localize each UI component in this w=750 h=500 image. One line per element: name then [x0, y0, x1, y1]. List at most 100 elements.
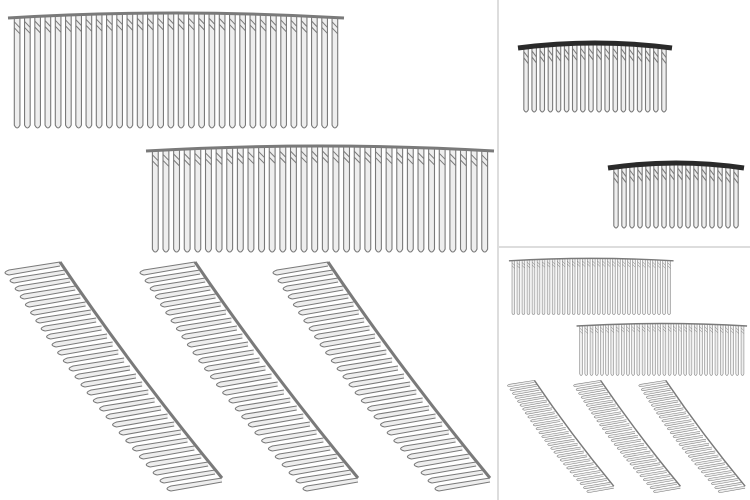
comb-tooth [561, 259, 566, 315]
twisted-wire [279, 150, 287, 164]
comb-tooth [657, 324, 661, 376]
comb-tooth [298, 301, 354, 316]
comb-tooth [258, 147, 266, 253]
comb-tooth [267, 437, 324, 452]
comb-tooth [580, 391, 609, 399]
comb-tooth [730, 325, 734, 376]
comb-tooth [413, 453, 470, 468]
comb-tooth [92, 389, 149, 404]
comb-tooth [653, 403, 681, 411]
comb-tooth [151, 150, 159, 253]
twisted-wire [300, 150, 308, 164]
comb-spine [326, 261, 492, 479]
straight-comb [145, 144, 495, 253]
comb-tooth [268, 147, 276, 253]
comb-tooth [701, 466, 729, 474]
comb-tooth [532, 419, 561, 427]
comb-tooth [386, 421, 443, 436]
twisted-wire [637, 261, 641, 268]
twisted-wire [667, 262, 671, 269]
comb-tooth [35, 309, 91, 324]
twisted-wire [636, 326, 640, 333]
straight-comb [508, 257, 674, 315]
twisted-wire [460, 153, 467, 167]
comb-tooth [577, 258, 581, 315]
comb-spine [599, 379, 681, 487]
twisted-wire [215, 152, 223, 165]
twisted-wire [629, 169, 635, 183]
twisted-wire [631, 326, 635, 333]
comb-tooth [514, 391, 542, 399]
comb-tooth [641, 324, 646, 376]
twisted-wire [311, 20, 318, 34]
comb-tooth [343, 147, 351, 253]
comb-tooth [677, 164, 683, 229]
twisted-wire [735, 327, 739, 334]
twisted-wire [669, 167, 675, 181]
comb-tooth [616, 442, 645, 450]
comb-tooth [524, 407, 553, 415]
comb-tooth [336, 357, 393, 372]
comb-tooth [652, 260, 656, 315]
comb-tooth [85, 15, 93, 129]
comb-tooth [204, 148, 212, 253]
comb-tooth [589, 325, 594, 376]
comb-tooth [688, 450, 716, 458]
bottom-right-panel [507, 257, 748, 493]
twisted-wire [613, 171, 619, 184]
comb-tooth [321, 17, 328, 129]
comb-tooth [86, 381, 143, 396]
comb-tooth [46, 325, 102, 340]
comb-tooth [707, 474, 735, 482]
comb-tooth [658, 411, 687, 419]
comb-tooth [215, 148, 223, 253]
comb-tooth [563, 44, 570, 113]
twisted-wire [596, 47, 602, 61]
comb-tooth [527, 411, 555, 419]
comb-tooth [68, 357, 125, 372]
comb-tooth [254, 421, 311, 436]
twisted-wire [547, 49, 554, 63]
comb-tooth [434, 477, 491, 492]
comb-tooth [526, 260, 531, 315]
comb-tooth [575, 384, 604, 391]
twisted-wire [536, 261, 541, 268]
comb-tooth [287, 285, 344, 300]
twisted-wire [701, 168, 707, 182]
twisted-wire [637, 169, 643, 182]
twisted-wire [290, 150, 297, 164]
comb-tooth [600, 325, 604, 376]
twisted-wire [662, 262, 666, 269]
comb-tooth [136, 14, 144, 129]
comb-tooth [360, 389, 417, 404]
comb-tooth [620, 446, 648, 454]
twisted-wire [280, 19, 287, 33]
twisted-wire [511, 262, 515, 269]
comb-tooth [239, 14, 246, 129]
comb-tooth [587, 258, 591, 315]
twisted-wire [539, 50, 545, 63]
comb-tooth [714, 482, 742, 489]
comb-tooth [170, 309, 227, 324]
comb-tooth [596, 44, 602, 113]
comb-tooth [406, 148, 414, 253]
twisted-wire [300, 20, 308, 33]
comb-tooth [725, 325, 729, 376]
twisted-wire [572, 48, 578, 61]
twisted-wire [685, 167, 691, 181]
comb-tooth [604, 427, 633, 435]
comb-tooth [547, 45, 554, 113]
comb-tooth [331, 17, 339, 129]
twisted-wire [136, 17, 144, 31]
comb-tooth [507, 380, 535, 388]
comb-tooth [602, 423, 630, 431]
comb-tooth [509, 384, 537, 391]
twisted-wire [605, 326, 609, 333]
comb-tooth [592, 258, 596, 315]
twisted-wire [720, 326, 724, 334]
comb-tooth [380, 413, 436, 428]
twisted-wire [177, 17, 185, 31]
comb-tooth [651, 399, 679, 407]
comb-tooth [550, 442, 578, 450]
comb-tooth [259, 15, 267, 129]
